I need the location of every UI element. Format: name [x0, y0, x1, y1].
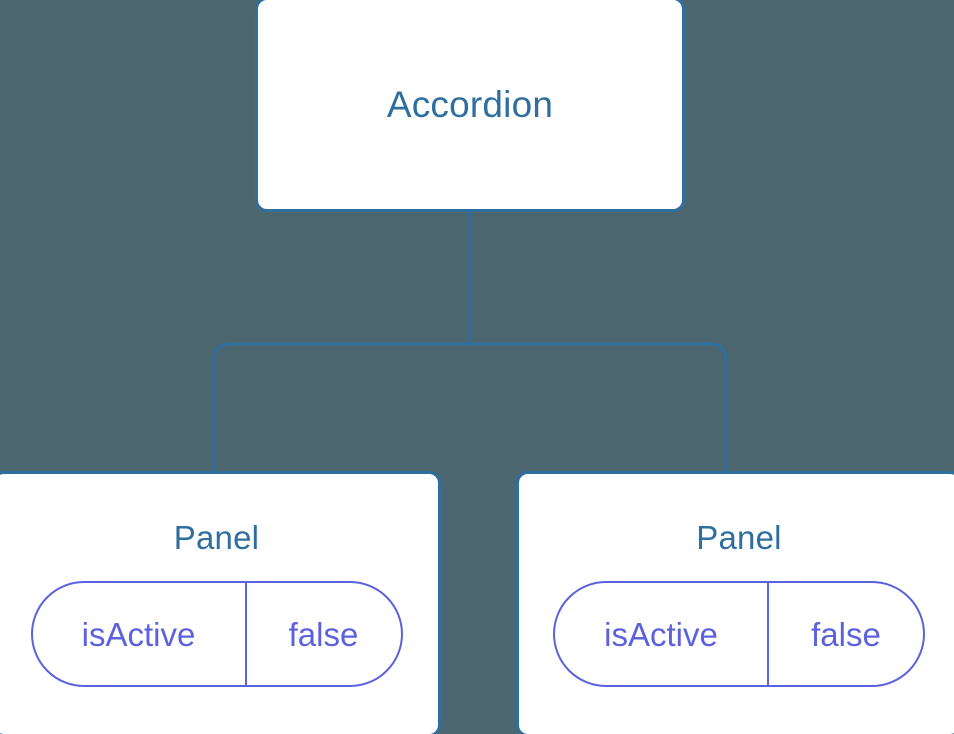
edge-accordion-to-panels [212, 211, 728, 474]
state-value-panel-0: false [288, 615, 359, 653]
node-panel-1[interactable]: Panel isActive false [516, 471, 954, 734]
node-accordion-label: Accordion [386, 84, 554, 125]
node-accordion[interactable]: Accordion [255, 0, 685, 212]
state-pill-panel-1[interactable]: isActive false [553, 581, 925, 687]
state-value-panel-1: false [811, 615, 881, 653]
node-panel-1-label: Panel [696, 519, 782, 556]
state-pill-panel-0[interactable]: isActive false [30, 581, 403, 687]
node-panel-0-label: Panel [173, 519, 260, 556]
node-panel-0[interactable]: Panel isActive false [0, 471, 441, 734]
state-key-panel-0: isActive [33, 583, 247, 685]
state-key-panel-1: isActive [555, 583, 769, 685]
